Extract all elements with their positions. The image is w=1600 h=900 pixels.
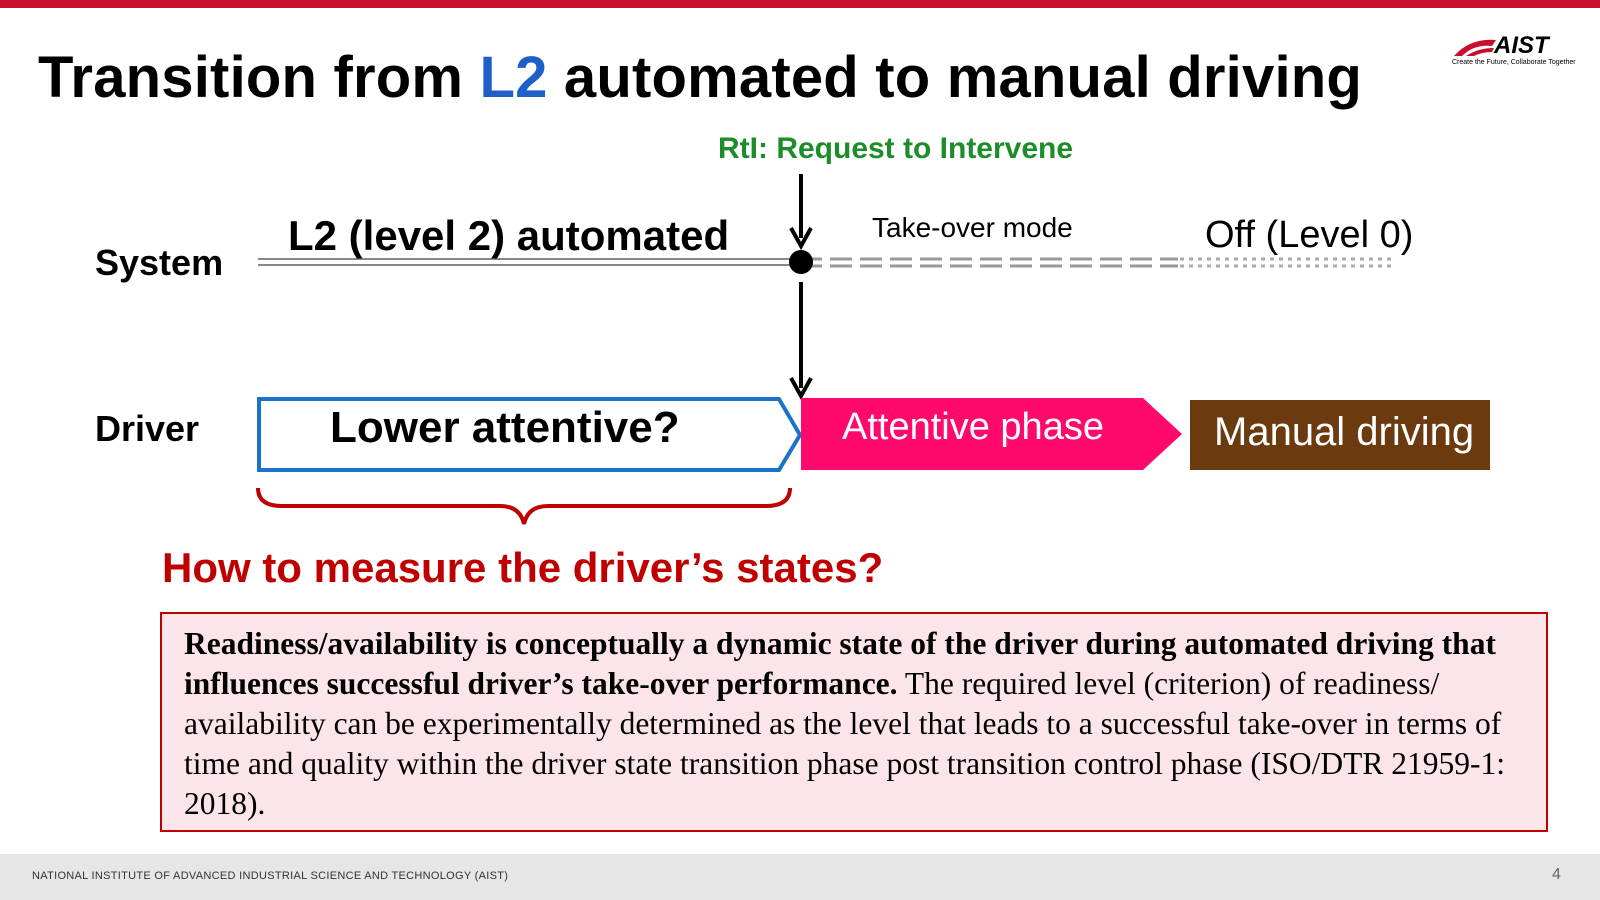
rti-point-dot <box>789 250 813 274</box>
page-number: 4 <box>1552 866 1561 883</box>
measurement-question: How to measure the driver’s states? <box>162 544 884 591</box>
definition-normal: The required level (criterion) of readin… <box>184 666 1506 821</box>
definition-bold: Readiness/availability is conceptually a… <box>184 626 1496 701</box>
definition-text: Readiness/availability is conceptually a… <box>184 624 1534 824</box>
slide-title: Transition from L2 automated to manual d… <box>38 44 1362 111</box>
lower-attentive-label: Lower attentive? <box>330 403 680 452</box>
takeover-mode-label: Take-over mode <box>872 212 1073 243</box>
attentive-phase-label: Attentive phase <box>842 406 1104 448</box>
manual-driving-box: Manual driving <box>1190 400 1490 470</box>
aist-swoosh-icon <box>1454 39 1496 56</box>
title-part-2: automated to manual driving <box>547 45 1363 110</box>
system-driver-arrow-head <box>789 377 813 401</box>
rti-label: RtI: Request to Intervene <box>718 132 1074 165</box>
title-accent: L2 <box>479 45 548 110</box>
logo-tagline: Create the Future, Collaborate Together <box>1452 59 1576 66</box>
off-level-label: Off (Level 0) <box>1205 214 1414 256</box>
definition-box: Readiness/availability is conceptually a… <box>160 612 1548 832</box>
aist-logo: AIST Create the Future, Collaborate Toge… <box>1452 32 1578 72</box>
manual-driving-label: Manual driving <box>1214 410 1475 454</box>
attentive-phase-shape <box>801 398 1182 470</box>
logo-word: AIST <box>1494 32 1549 59</box>
top-accent-bar <box>0 0 1600 8</box>
title-part-1: Transition from <box>38 45 480 110</box>
l2-automated-label: L2 (level 2) automated <box>288 212 730 259</box>
footer: NATIONAL INSTITUTE OF ADVANCED INDUSTRIA… <box>0 854 1600 900</box>
bracket-brace <box>256 487 792 525</box>
lower-attentive-shape <box>257 397 803 472</box>
driver-row-label: Driver <box>95 408 200 449</box>
footer-institution: NATIONAL INSTITUTE OF ADVANCED INDUSTRIA… <box>32 870 509 882</box>
rti-arrow-head <box>789 227 813 251</box>
system-row-label: System <box>95 242 224 283</box>
